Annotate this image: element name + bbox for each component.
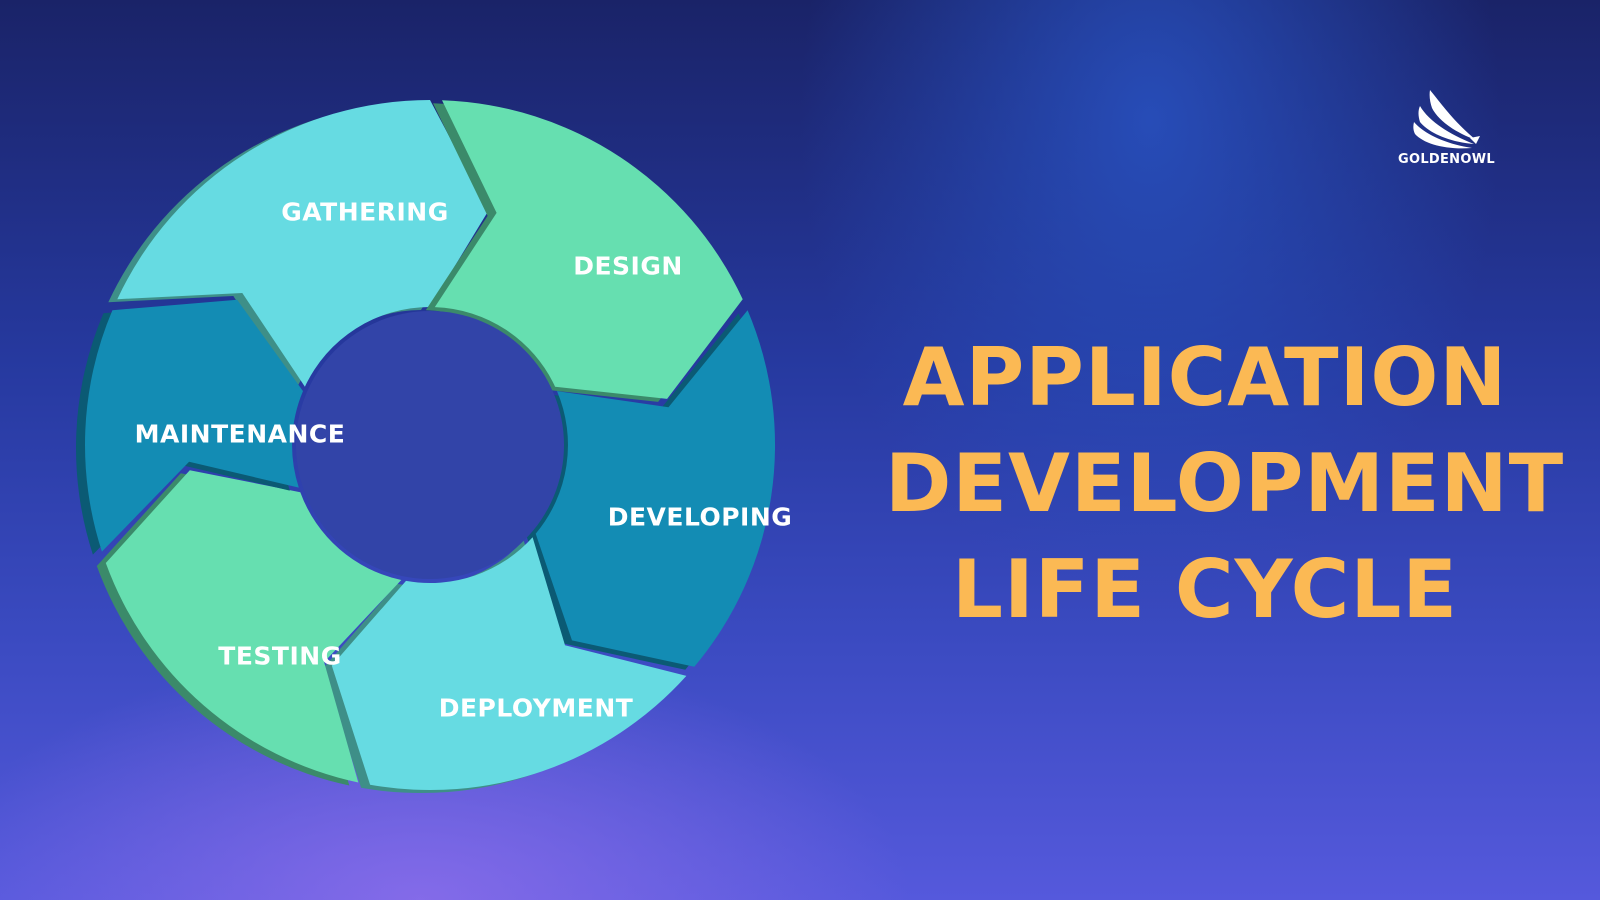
stage-label-testing: TESTING	[218, 641, 342, 671]
stage-label-maintenance: MAINTENANCE	[134, 419, 346, 449]
stage-design	[425, 100, 743, 402]
brand-logo: GOLDENOWL	[1398, 88, 1495, 167]
wing-icon	[1413, 90, 1480, 149]
center-hub	[296, 311, 564, 579]
stage-face	[105, 470, 402, 783]
stage-face	[434, 100, 743, 399]
stage-label-gathering: GATHERING	[281, 197, 449, 227]
stage-maintenance	[75, 299, 303, 555]
page-title: APPLICATION DEVELOPMENT LIFE CYCLE	[885, 325, 1565, 643]
cycle-ring	[75, 99, 776, 794]
stage-testing	[96, 470, 402, 786]
title-line-3: LIFE CYCLE	[951, 543, 1458, 636]
stage-developing	[526, 310, 776, 670]
lifecycle-diagram: GATHERING DESIGN DEVELOPING DEPLOYMENT TESTI…	[75, 99, 793, 794]
stage-face	[535, 310, 776, 667]
title-line-2: DEVELOPMENT	[885, 437, 1565, 530]
stage-label-deployment: DEPLOYMENT	[438, 693, 634, 723]
logo-text: GOLDENOWL	[1398, 152, 1495, 167]
stage-label-design: DESIGN	[573, 251, 683, 281]
title-line-1: APPLICATION	[902, 331, 1508, 424]
stage-label-developing: DEVELOPING	[607, 502, 793, 532]
stage-face	[84, 299, 303, 552]
stage-face	[117, 99, 489, 387]
stage-deployment	[322, 537, 687, 794]
stage-face	[331, 537, 687, 791]
stage-gathering	[108, 99, 489, 390]
